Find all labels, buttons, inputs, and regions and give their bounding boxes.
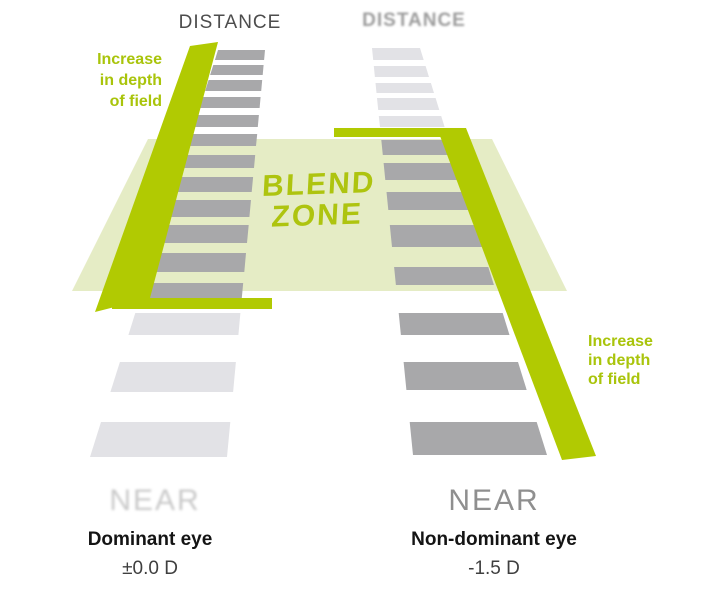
distance-label-left: DISTANCE [178, 12, 282, 33]
near-label-left: NEAR [109, 484, 201, 517]
ladder-rung [90, 422, 231, 457]
ladder-rung [110, 362, 236, 392]
depth-note-line: of field [588, 371, 641, 388]
ladder-rung [148, 253, 246, 272]
right-depth-bar-horizontal [334, 128, 462, 137]
dominant-eye-diopter-value: ±0.0 D [122, 558, 178, 579]
depth-note-line: Increase [588, 333, 653, 350]
ladder-rung [180, 155, 256, 168]
blend-zone-label: BLEND ZONE [206, 165, 429, 235]
depth-note-line: Increase [97, 51, 162, 68]
depth-note-line: of field [109, 93, 162, 110]
ladder-rung [173, 177, 254, 192]
distance-label-right: DISTANCE [362, 10, 466, 31]
ladder-rung [199, 97, 261, 108]
depth-note-line: in depth [588, 352, 651, 369]
ladder-rung [389, 225, 483, 247]
ladder-rung [157, 225, 249, 243]
depth-of-field-note-left: Increase in depth of field [38, 49, 162, 112]
ladder-rung [398, 313, 510, 335]
ladder-rung [381, 140, 454, 155]
ladder-rung [205, 80, 263, 91]
non-dominant-eye-label: Non-dominant eye [411, 529, 577, 550]
dominant-eye-label: Dominant eye [87, 529, 213, 550]
left-ladder-rungs [90, 50, 265, 457]
ladder-rung [383, 163, 462, 180]
ladder-rung [140, 283, 244, 298]
right-ladder-rungs [372, 48, 547, 455]
ladder-rung [375, 83, 434, 93]
ladder-rung [394, 267, 494, 285]
ladder-rung [386, 192, 471, 210]
ladder-rung [128, 313, 241, 335]
ladder-rung [193, 115, 259, 127]
right-depth-bar-diagonal [437, 128, 596, 460]
left-depth-bar-horizontal [112, 298, 272, 309]
ladder-rung [214, 50, 265, 60]
ladder-rung [210, 65, 264, 75]
ladder-rung [373, 66, 429, 77]
ladder-rung [372, 48, 424, 60]
depth-of-field-note-right: Increase in depth of field [588, 332, 718, 389]
ladder-rung [378, 116, 445, 127]
ladder-rung [409, 422, 547, 455]
ladder-rung [165, 200, 251, 217]
ladder-rung [377, 98, 440, 110]
ladder-rung [403, 362, 527, 390]
near-label-right: NEAR [448, 484, 540, 517]
non-dominant-eye-diopter-value: -1.5 D [468, 558, 520, 579]
left-depth-bar-diagonal [95, 42, 218, 312]
ladder-rung [187, 134, 258, 146]
depth-note-line: in depth [99, 72, 162, 89]
